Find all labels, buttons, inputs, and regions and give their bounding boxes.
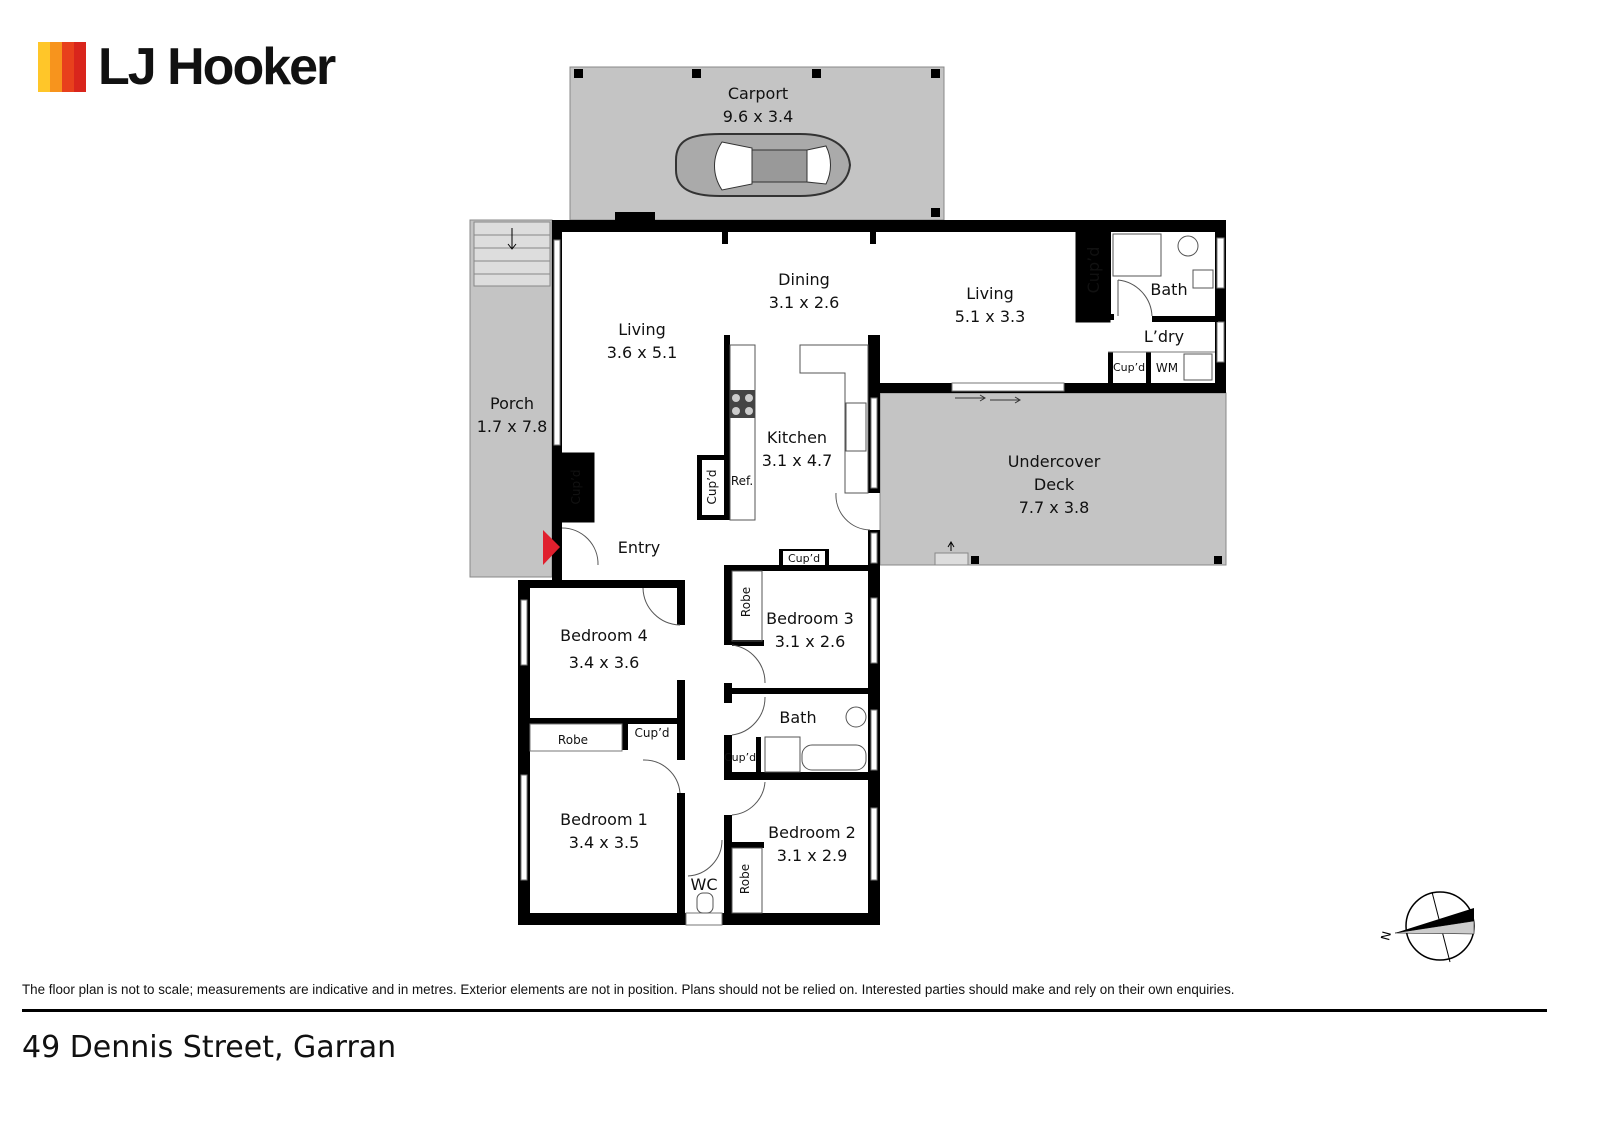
- bath-cupd-label: Cup’d: [724, 751, 756, 764]
- ensuite-cupd-label: Cup’d: [1084, 247, 1103, 294]
- porch-label: Porch: [490, 394, 534, 413]
- living-left-label: Living: [618, 320, 666, 339]
- walls: [518, 220, 1226, 926]
- living-right-label: Living: [966, 284, 1014, 303]
- living-left-size: 3.6 x 5.1: [607, 343, 678, 362]
- ref-label: Ref.: [731, 474, 753, 488]
- property-address: 49 Dennis Street, Garran: [22, 1030, 397, 1065]
- bed3-robe-label: Robe: [739, 587, 753, 617]
- wm-label: WM: [1156, 361, 1178, 375]
- bedroom2-label: Bedroom 2: [768, 823, 856, 842]
- dining-label: Dining: [778, 270, 830, 289]
- living-right-size: 5.1 x 3.3: [955, 307, 1026, 326]
- carport-label: Carport: [728, 84, 788, 103]
- bed1-robe-label: Robe: [558, 733, 588, 747]
- bedroom4-size: 3.4 x 3.6: [569, 653, 640, 672]
- kitchen-label: Kitchen: [767, 428, 827, 447]
- bedroom1-label: Bedroom 1: [560, 810, 648, 829]
- porch-size: 1.7 x 7.8: [477, 417, 548, 436]
- logo-mark-icon: [38, 42, 86, 92]
- porch: [469, 219, 553, 578]
- bedroom3-label: Bedroom 3: [766, 609, 854, 628]
- compass-north-label: N: [1378, 930, 1394, 942]
- carport: [569, 66, 945, 221]
- logo-text: LJ Hooker: [98, 38, 336, 96]
- laundry-label: L’dry: [1144, 327, 1184, 346]
- laundry-cupd-label: Cup’d: [1113, 361, 1145, 374]
- compass-icon: N: [1378, 891, 1475, 963]
- divider: [22, 1009, 1547, 1012]
- kitchen-cupd-label: Cup’d: [705, 469, 719, 504]
- carport-size: 9.6 x 3.4: [723, 107, 794, 126]
- dining-size: 3.1 x 2.6: [769, 293, 840, 312]
- deck-label-2: Deck: [1034, 475, 1075, 494]
- bath-main-label: Bath: [779, 708, 816, 727]
- stairs-arrow-icon: [507, 228, 517, 250]
- bedroom3-size: 3.1 x 2.6: [775, 632, 846, 651]
- deck-label-1: Undercover: [1008, 452, 1101, 471]
- car-icon: [675, 133, 852, 197]
- kitchen-size: 3.1 x 4.7: [762, 451, 833, 470]
- entry-marker-icon: [543, 530, 560, 565]
- sink-icon: [845, 402, 867, 452]
- bedroom2-size: 3.1 x 2.9: [777, 846, 848, 865]
- hall-cupd-label: Cup’d: [788, 552, 820, 565]
- disclaimer: The floor plan is not to scale; measurem…: [22, 982, 1235, 997]
- deck-size: 7.7 x 3.8: [1019, 498, 1090, 517]
- bed2-robe-label: Robe: [738, 864, 752, 894]
- ensuite-bath-label: Bath: [1150, 280, 1187, 299]
- bedroom4-label: Bedroom 4: [560, 626, 648, 645]
- bed4-cupd-label: Cup’d: [634, 726, 669, 740]
- wc-label: WC: [691, 875, 718, 894]
- entry-cupd-label: Cup’d: [569, 469, 583, 504]
- entry-label: Entry: [618, 538, 661, 557]
- lj-hooker-logo: LJ Hooker: [38, 38, 336, 96]
- bedroom1-size: 3.4 x 3.5: [569, 833, 640, 852]
